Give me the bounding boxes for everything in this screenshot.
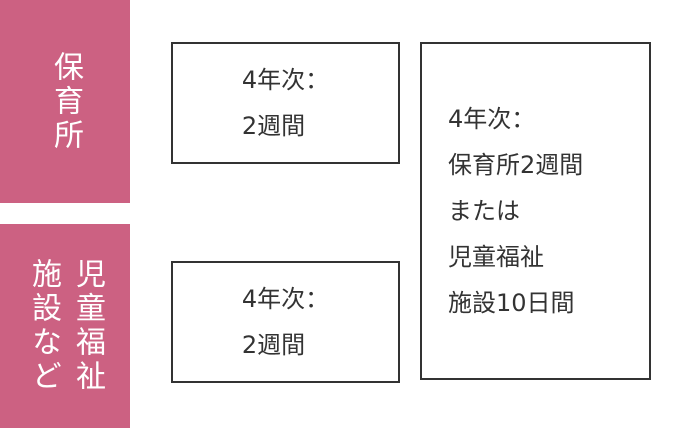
welfare-period-box: 4年次：2週間: [171, 261, 400, 383]
category-child-welfare: 児童福祉施設など: [0, 224, 130, 428]
box-text: 4年次：2週間: [241, 285, 330, 359]
box-text: 4年次：保育所2週間または児童福祉施設10日間: [448, 105, 584, 317]
combined-period-box: 4年次：保育所2週間または児童福祉施設10日間: [420, 42, 651, 380]
box-text: 4年次：2週間: [241, 66, 330, 140]
category-nursery: 保育所: [0, 0, 130, 203]
category-label: 児童福祉施設など: [26, 258, 105, 394]
nursery-period-box: 4年次：2週間: [171, 42, 400, 164]
category-label: 保育所: [48, 50, 83, 153]
